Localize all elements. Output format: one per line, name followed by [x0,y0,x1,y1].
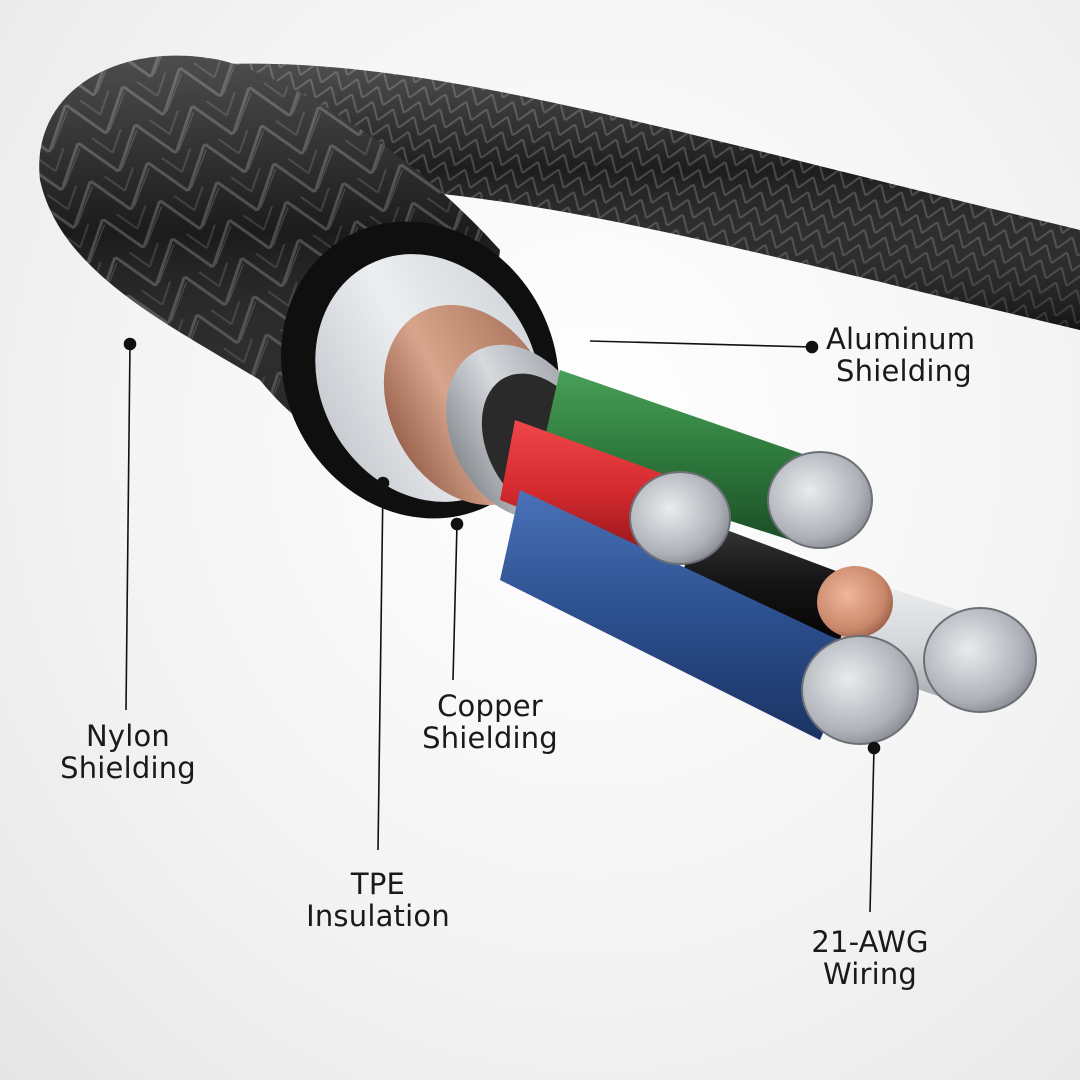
green-strand-end [768,452,872,548]
label-aluminum-line1: Aluminum [826,322,976,356]
leader-lines [123,337,881,913]
label-tpe-line1: TPE [350,867,406,901]
leader-awg [869,747,875,913]
leader-dot-awg [867,741,881,755]
label-tpe-insulation: TPE Insulation [298,868,458,932]
label-nylon-line2: Shielding [60,751,196,785]
label-awg-line2: Wiring [822,957,918,991]
label-copper-line1: Copper [437,689,543,723]
cable-far-segment [150,63,1080,331]
leader-dot-copper [450,517,464,531]
wire-green [540,370,820,540]
leader-copper [452,523,458,681]
label-nylon-shielding: Nylon Shielding [56,720,200,784]
leader-tpe [377,482,384,851]
leader-aluminum [589,340,813,348]
label-copper-line2: Shielding [422,721,558,755]
leader-dot-nylon [123,337,137,351]
wire-black [680,520,860,640]
label-nylon-line1: Nylon [85,719,171,753]
label-copper-shielding: Copper Shielding [415,690,565,754]
label-awg-line1: 21-AWG [811,925,929,959]
label-21-awg-wiring: 21-AWG Wiring [800,926,940,990]
wire-blue [500,490,860,740]
label-aluminum-line2: Shielding [836,354,972,388]
label-tpe-line2: Insulation [306,899,450,933]
white-strand-end [924,608,1036,712]
blue-strand-end [802,636,918,744]
leader-dot-aluminum [805,340,819,354]
wire-ends [629,451,1037,745]
red-strand-end [630,472,730,564]
leader-nylon [125,343,131,711]
label-aluminum-shielding: Aluminum Shielding [826,323,975,387]
copper-strand-end [817,566,893,638]
leader-dot-tpe [376,476,390,490]
